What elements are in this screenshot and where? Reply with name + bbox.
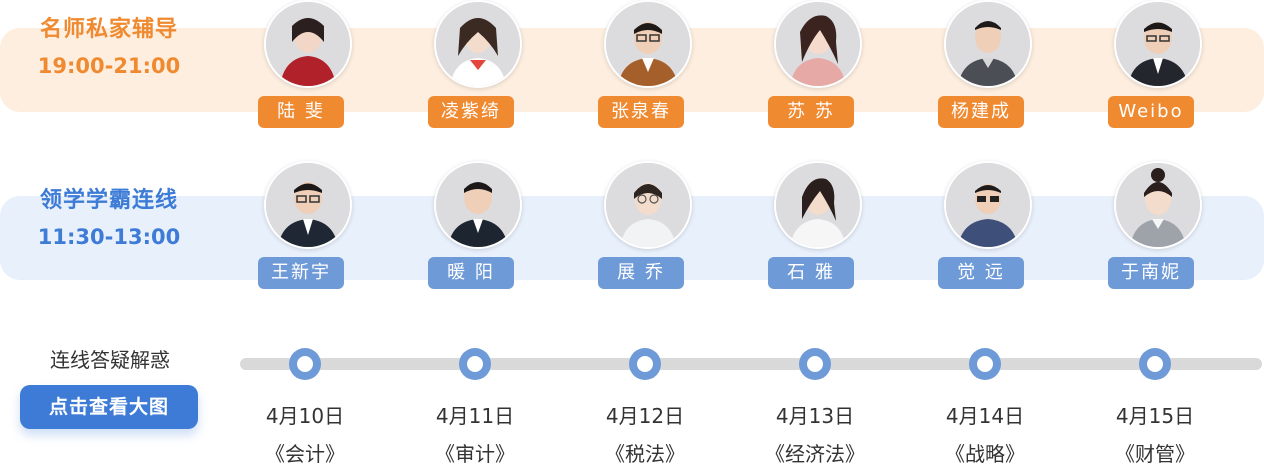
teacher-card[interactable]: 陆 斐 [257, 0, 357, 140]
session-subject: 《战略》 [945, 442, 1025, 466]
teacher-avatar [264, 0, 352, 88]
timeline-dot [459, 348, 491, 380]
session-date: 4月13日 [775, 404, 855, 428]
teacher-name-tag: 王新宇 [258, 257, 344, 289]
orange-row-time: 19:00-21:00 [37, 54, 181, 78]
teacher-name-tag: 石 雅 [768, 257, 854, 289]
timeline-dot [289, 348, 321, 380]
teacher-card[interactable]: 觉 远 [937, 161, 1037, 301]
teacher-name-tag: 苏 苏 [768, 96, 854, 128]
teacher-avatar [604, 0, 692, 88]
timeline-dot [629, 348, 661, 380]
session-subject: 《税法》 [605, 442, 685, 466]
teacher-name-tag: 杨建成 [938, 96, 1024, 128]
timeline-dot [1139, 348, 1171, 380]
teacher-avatar [264, 161, 352, 249]
teacher-card[interactable]: 苏 苏 [767, 0, 867, 140]
teacher-card[interactable]: Weibo [1107, 0, 1207, 140]
session-subject: 《经济法》 [765, 442, 865, 466]
teacher-name-tag: 张泉春 [598, 96, 684, 128]
teacher-name-tag: 暖 阳 [428, 257, 514, 289]
teacher-card[interactable]: 张泉春 [597, 0, 697, 140]
teacher-card[interactable]: 暖 阳 [427, 161, 527, 301]
timeline-track [240, 358, 1262, 370]
teacher-name-tag: 于南妮 [1108, 257, 1194, 289]
teacher-name-tag: Weibo [1108, 96, 1194, 128]
teacher-avatar [434, 0, 522, 88]
blue-row-time: 11:30-13:00 [37, 225, 181, 249]
timeline-dot [799, 348, 831, 380]
session-date: 4月15日 [1115, 404, 1195, 428]
teacher-avatar [944, 161, 1032, 249]
blue-row-header: 领学学霸连线 11:30-13:00 [0, 187, 218, 251]
teacher-card[interactable]: 展 乔 [597, 161, 697, 301]
session-date: 4月14日 [945, 404, 1025, 428]
session-subject: 《财管》 [1115, 442, 1195, 466]
timeline-label: 连线答疑解惑 [50, 348, 170, 372]
teacher-card[interactable]: 王新宇 [257, 161, 357, 301]
session-subject: 《审计》 [435, 442, 515, 466]
blue-row-title: 领学学霸连线 [39, 188, 178, 213]
teacher-name-tag: 展 乔 [598, 257, 684, 289]
teacher-avatar [1114, 161, 1202, 249]
teacher-name-tag: 陆 斐 [258, 96, 344, 128]
session-date: 4月10日 [265, 404, 345, 428]
view-large-image-button[interactable]: 点击查看大图 [20, 385, 198, 429]
orange-row-title: 名师私家辅导 [39, 17, 178, 42]
session-subject: 《会计》 [265, 442, 345, 466]
teacher-name-tag: 凌紫绮 [428, 96, 514, 128]
teacher-avatar [774, 0, 862, 88]
teacher-avatar [944, 0, 1032, 88]
timeline-dot [969, 348, 1001, 380]
session-date: 4月12日 [605, 404, 685, 428]
teacher-card[interactable]: 于南妮 [1107, 161, 1207, 301]
teacher-card[interactable]: 凌紫绮 [427, 0, 527, 140]
teacher-card[interactable]: 杨建成 [937, 0, 1037, 140]
orange-row-header: 名师私家辅导 19:00-21:00 [0, 16, 218, 80]
teacher-avatar [434, 161, 522, 249]
teacher-avatar [774, 161, 862, 249]
teacher-avatar [1114, 0, 1202, 88]
teacher-name-tag: 觉 远 [938, 257, 1024, 289]
teacher-card[interactable]: 石 雅 [767, 161, 867, 301]
session-date: 4月11日 [435, 404, 515, 428]
teacher-avatar [604, 161, 692, 249]
